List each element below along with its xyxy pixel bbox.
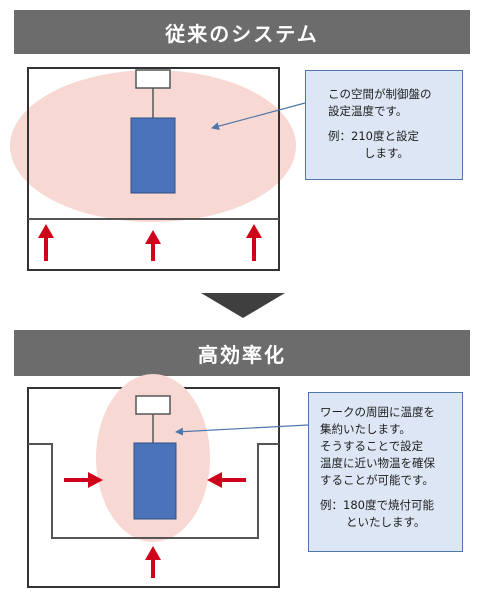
callout-new-line5: することが可能です。 [320,473,434,487]
callout-old-line2: 設定温度です。 [328,104,408,118]
heat-arrow-old-center [145,230,161,261]
inner-chamber-new [28,443,279,539]
callout-pointer-new [175,424,309,436]
hanger-hook-new [135,395,171,415]
callout-new-line2: 集約いたします。 [320,422,411,436]
callout-old-line1: この空間が制御盤の [328,87,432,101]
callout-old: この空間が制御盤の 設定温度です。 例：210度と設定 します。 [305,70,463,180]
callout-new-example1: 例：180度で焼付可能 [320,498,434,512]
hanger-hook-old [135,69,171,89]
section-title-conventional: 従来のシステム [14,10,470,54]
workpiece-old [130,117,176,194]
heat-arrow-old-right [246,224,262,261]
heat-arrow-new-right [207,472,246,488]
callout-new-example2: といたします。 [346,515,426,529]
callout-new: ワークの周囲に温度を 集約いたします。 そうすることで設定 温度に近い物温を確保… [308,392,463,552]
furnace-frame-old [27,67,280,271]
down-triangle-icon [201,293,285,318]
section-title-high-efficiency: 高効率化 [14,330,470,376]
heat-arrow-new-left [64,472,103,488]
workpiece-new [133,442,177,520]
callout-new-line1: ワークの周囲に温度を [320,405,435,419]
heat-arrow-old-left [38,224,54,261]
heat-arrow-new-bottom [145,546,161,578]
callout-pointer-old [211,102,306,131]
callout-old-example1: 例：210度と設定 [328,129,419,143]
callout-old-example2: します。 [364,146,409,160]
callout-new-line4: 温度に近い物温を確保 [320,456,435,470]
callout-new-line3: そうすることで設定 [320,439,424,453]
